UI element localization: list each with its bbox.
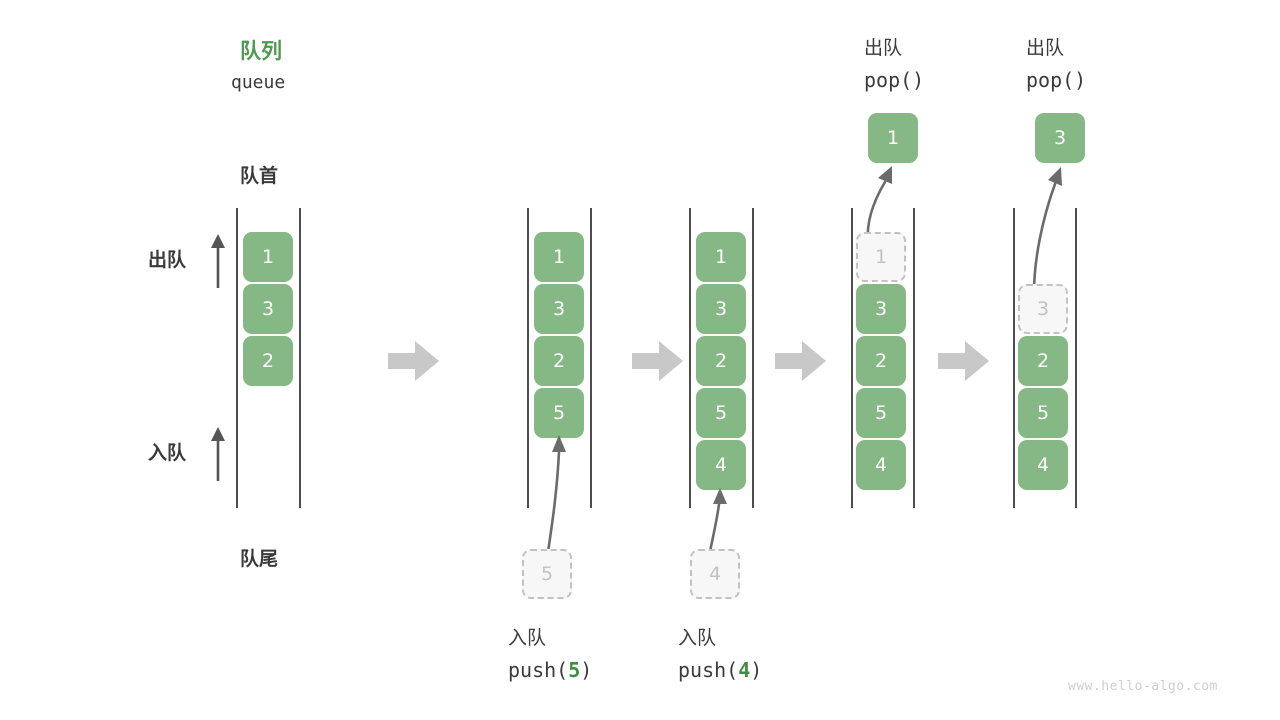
queue-node: 2: [696, 336, 746, 386]
queue-node: 3: [534, 284, 584, 334]
operation-label-cn: 出队: [1026, 37, 1065, 59]
enqueue-arrow-icon: [530, 430, 590, 555]
operation-call-arg: 5: [568, 658, 581, 682]
operation-call: pop(): [1026, 68, 1087, 92]
dequeue-arrow-icon: [1012, 160, 1082, 295]
operation-call-prefix: push(: [508, 658, 569, 682]
queue-node-new: 5: [534, 388, 584, 438]
queue-node: 2: [243, 336, 293, 386]
queue-rail-right: [913, 208, 915, 508]
queue-node-new: 4: [696, 440, 746, 490]
queue-rail-left: [236, 208, 238, 508]
queue-rail-right: [752, 208, 754, 508]
popped-node: 1: [868, 113, 918, 163]
operation-call: push(5): [508, 658, 592, 682]
rear-label: 队尾: [240, 548, 279, 570]
queue-rail-left: [527, 208, 529, 508]
operation-call: push(4): [678, 658, 762, 682]
step-arrow-2-icon: [632, 340, 684, 382]
outgoing-ghost-node: 1: [856, 232, 906, 282]
queue-node: 1: [243, 232, 293, 282]
operation-label-cn: 出队: [864, 37, 903, 59]
queue-node: 4: [1018, 440, 1068, 490]
queue-node: 5: [856, 388, 906, 438]
operation-call-suffix: ): [580, 658, 593, 682]
front-label: 队首: [240, 165, 279, 187]
diagram-title-cn: 队列: [240, 39, 282, 63]
incoming-ghost-node: 4: [690, 549, 740, 599]
step-arrow-3-icon: [775, 340, 827, 382]
enqueue-arrow-icon: [698, 484, 753, 554]
operation-label-cn: 入队: [678, 627, 717, 649]
operation-call-suffix: ): [750, 658, 763, 682]
queue-node: 5: [1018, 388, 1068, 438]
queue-node: 2: [534, 336, 584, 386]
legend-dequeue-arrow-icon: [206, 232, 230, 288]
queue-rail-right: [590, 208, 592, 508]
operation-label-cn: 入队: [508, 627, 547, 649]
outgoing-ghost-node: 3: [1018, 284, 1068, 334]
operation-call: pop(): [864, 68, 925, 92]
queue-rail-left: [689, 208, 691, 508]
watermark: www.hello-algo.com: [1068, 679, 1218, 694]
popped-node: 3: [1035, 113, 1085, 163]
legend-dequeue-label: 出队: [148, 249, 187, 271]
queue-rail-left: [1013, 208, 1015, 508]
legend-enqueue-arrow-icon: [206, 425, 230, 481]
operation-call-prefix: push(: [678, 658, 739, 682]
queue-rail-left: [851, 208, 853, 508]
incoming-ghost-node: 5: [522, 549, 572, 599]
queue-node: 3: [696, 284, 746, 334]
queue-rail-right: [1075, 208, 1077, 508]
queue-node: 2: [1018, 336, 1068, 386]
queue-node: 5: [696, 388, 746, 438]
queue-node: 3: [243, 284, 293, 334]
step-arrow-4-icon: [938, 340, 990, 382]
queue-node: 3: [856, 284, 906, 334]
diagram-title-en: queue: [231, 72, 286, 93]
queue-node: 4: [856, 440, 906, 490]
step-arrow-1-icon: [388, 340, 440, 382]
queue-node: 1: [696, 232, 746, 282]
operation-call-arg: 4: [738, 658, 751, 682]
queue-node: 1: [534, 232, 584, 282]
legend-enqueue-label: 入队: [148, 442, 187, 464]
queue-node: 2: [856, 336, 906, 386]
queue-rail-right: [299, 208, 301, 508]
